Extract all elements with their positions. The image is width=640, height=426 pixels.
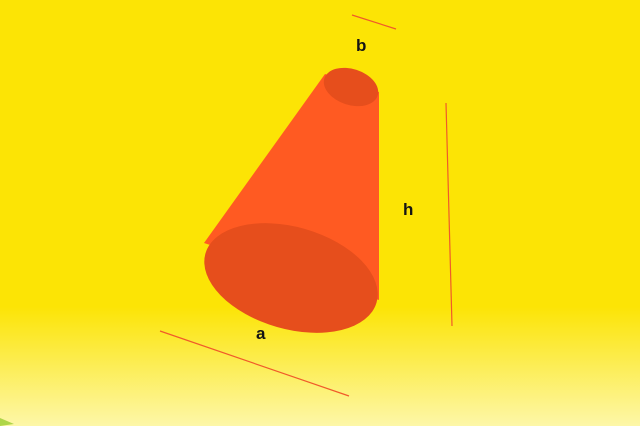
frustum-top-base xyxy=(323,67,379,107)
dimension-line-a xyxy=(159,330,350,397)
label-top-radius: b xyxy=(356,36,367,55)
frustum-bottom-base xyxy=(204,223,378,333)
dimension-line-h xyxy=(445,102,453,327)
label-height: h xyxy=(403,200,414,219)
corner-leaf-decoration xyxy=(0,418,14,426)
label-bottom-radius: a xyxy=(256,324,266,343)
dimension-line-b xyxy=(351,14,397,30)
